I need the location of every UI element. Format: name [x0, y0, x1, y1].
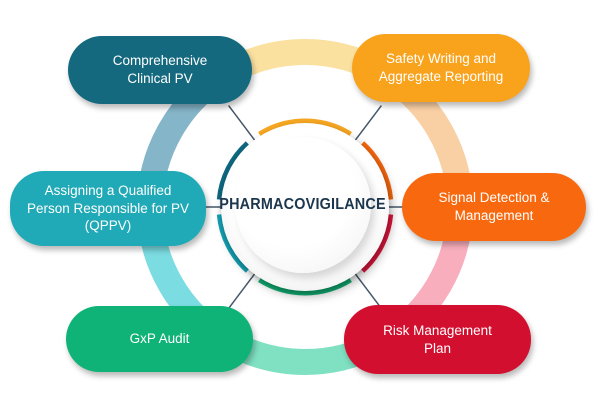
- node-signal-detection-management: Signal Detection & Management: [402, 173, 586, 241]
- node-qualified-person-qppv: Assigning a Qualified Person Responsible…: [10, 171, 206, 246]
- node-comprehensive-clinical-pv: Comprehensive Clinical PV: [68, 36, 252, 104]
- node-label: Assigning a Qualified Person Responsible…: [26, 183, 190, 234]
- center-ring-arc-top: [258, 118, 352, 137]
- node-label: Safety Writing and Aggregate Reporting: [378, 51, 504, 84]
- node-label: Comprehensive Clinical PV: [112, 53, 208, 86]
- center-ring-arc-upper-left: [216, 141, 250, 200]
- center-ring-arc-bottom: [258, 277, 352, 296]
- connector-lines: [198, 105, 412, 309]
- center-ring-arc-lower-right: [360, 214, 394, 273]
- node-label: GxP Audit: [129, 331, 190, 347]
- node-label: Signal Detection & Management: [438, 190, 550, 223]
- node-label: Risk Management Plan: [383, 322, 492, 356]
- center-ring-arc-upper-right: [360, 141, 394, 200]
- center-ring-arc-lower-left: [216, 214, 250, 273]
- connector-line-bottom-left: [228, 270, 258, 309]
- center-title: PHARMACOVIGILANCE: [219, 196, 387, 213]
- connector-line-top-left: [228, 105, 258, 144]
- node-risk-management-plan: Risk Management Plan: [344, 305, 531, 374]
- center-circle: PHARMACOVIGILANCE: [220, 137, 386, 273]
- connector-line-bottom-right: [352, 270, 382, 309]
- center-ring: [216, 118, 394, 296]
- node-safety-writing-aggregate-reporting: Safety Writing and Aggregate Reporting: [352, 34, 530, 102]
- node-gxp-audit: GxP Audit: [66, 306, 253, 372]
- connector-line-top-right: [352, 105, 382, 144]
